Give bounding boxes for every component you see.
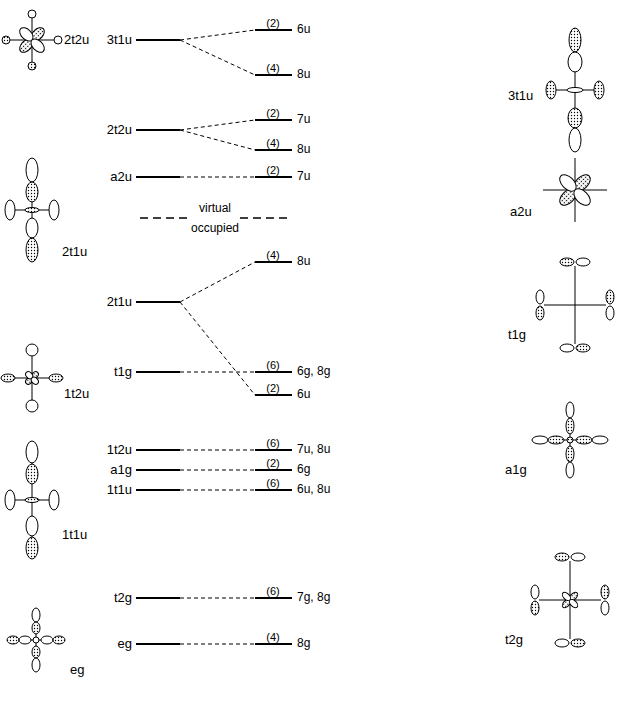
level-label: 2t1u [107, 295, 132, 309]
orbital-label: 2t2u [64, 33, 89, 47]
orbital-2t1u [5, 158, 59, 262]
orbital-label: 6u [297, 388, 310, 401]
orbital-label: 6u [297, 23, 310, 36]
orbital-label: 7u, 8u [297, 443, 330, 456]
level-label: 1t1u [107, 483, 132, 497]
energy-levels [136, 30, 292, 644]
orbital-label: 8u [297, 68, 310, 81]
orbital-label: t1g [508, 328, 526, 342]
degeneracy-label: (2) [266, 382, 279, 394]
level-label: 3t1u [107, 33, 132, 47]
orbital-label: 8g [297, 637, 310, 650]
divider-label: virtual [199, 202, 231, 215]
degeneracy-label: (4) [266, 62, 279, 74]
degeneracy-label: (2) [266, 164, 279, 176]
degeneracy-label: (2) [266, 17, 279, 29]
orbital-1t2u [1, 344, 63, 412]
degeneracy-label: (4) [266, 631, 279, 643]
degeneracy-label: (6) [266, 477, 279, 489]
level-label: eg [118, 637, 132, 651]
level-label: a1g [110, 463, 132, 477]
orbital-pictures [1, 10, 614, 672]
level-label: 2t2u [107, 123, 132, 137]
level-label: a2u [110, 170, 132, 184]
orbital-label: 6g, 8g [297, 365, 330, 378]
degeneracy-label: (4) [266, 249, 279, 261]
degeneracy-label: (6) [266, 437, 279, 449]
degeneracy-label: (2) [266, 107, 279, 119]
level-label: t2g [114, 591, 132, 605]
orbital-t2g [531, 553, 609, 647]
degeneracy-label: (6) [266, 585, 279, 597]
orbital-label: 3t1u [508, 89, 533, 103]
orbital-a1g [532, 402, 608, 478]
orbital-3t1u [546, 28, 604, 152]
orbital-label: 7u [297, 170, 310, 183]
orbital-1t1u [5, 441, 59, 559]
orbital-label: 6u, 8u [297, 483, 330, 496]
divider-line [140, 217, 292, 219]
orbital-label: 1t2u [64, 387, 89, 401]
orbital-a2u [543, 158, 607, 222]
degeneracy-label: (2) [266, 457, 279, 469]
level-label: t1g [114, 365, 132, 379]
orbital-label: 8u [297, 255, 310, 268]
degeneracy-label: (6) [266, 359, 279, 371]
orbital-label: t2g [505, 633, 523, 647]
divider-label: occupied [191, 222, 239, 235]
orbital-label: 7u [297, 113, 310, 126]
orbital-label: 6g [297, 463, 310, 476]
orbital-eg [7, 608, 65, 672]
orbital-label: eg [70, 663, 84, 677]
correlation-lines [180, 30, 255, 644]
orbital-label: 2t1u [62, 245, 87, 259]
orbital-label: 7g, 8g [297, 591, 330, 604]
orbital-label: 1t1u [62, 528, 87, 542]
level-label: 1t2u [107, 443, 132, 457]
orbital-label: 8u [297, 143, 310, 156]
orbital-t1g [536, 258, 614, 352]
degeneracy-label: (4) [266, 137, 279, 149]
orbital-label: a2u [510, 205, 532, 219]
orbital-2t2u [2, 10, 62, 70]
orbital-label: a1g [505, 463, 527, 477]
